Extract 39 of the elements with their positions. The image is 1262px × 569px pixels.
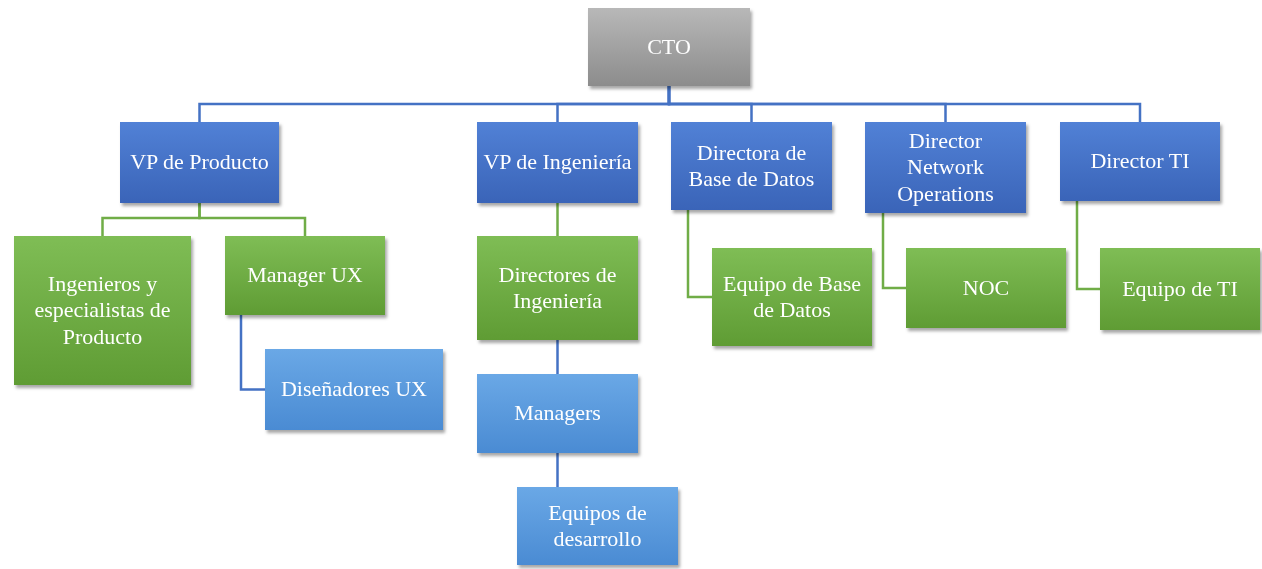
connector-line	[239, 315, 265, 391]
role-label: Managers	[514, 400, 601, 427]
connector-line	[667, 86, 1142, 122]
role-box	[477, 374, 638, 453]
role-box	[225, 236, 385, 315]
role-box	[712, 248, 872, 346]
connector-line	[556, 340, 559, 374]
role-label: Ingenieros y especialistas de Producto	[33, 270, 172, 351]
role-label: NOC	[962, 274, 1010, 302]
top-role-box	[588, 8, 750, 86]
role-box	[671, 122, 832, 210]
role-label: Directores de Ingeniería	[497, 261, 618, 315]
role-box	[120, 122, 279, 203]
connector-line	[556, 203, 559, 236]
role-label: Director Network Operations	[896, 127, 995, 208]
connector-line	[881, 213, 906, 290]
role-box	[906, 248, 1066, 328]
role-box	[865, 122, 1026, 213]
role-box	[1060, 122, 1220, 201]
connector-line	[556, 453, 559, 487]
role-label: Directora de Base de Datos	[687, 139, 816, 193]
connector-line	[1075, 201, 1100, 291]
role-label: CTO	[647, 33, 691, 61]
role-box	[477, 236, 638, 340]
role-label: VP de Ingeniería	[483, 149, 632, 176]
role-box	[1100, 248, 1260, 330]
role-label: Director TI	[1090, 148, 1190, 175]
role-label: VP de Producto	[130, 149, 269, 176]
role-box	[477, 122, 638, 203]
role-label: Equipo de TI	[1122, 275, 1238, 303]
role-box	[14, 236, 191, 385]
connector-line	[686, 210, 712, 299]
role-label: Manager UX	[247, 262, 363, 289]
role-label: Equipos de desarrollo	[547, 499, 648, 553]
role-label: Equipo de Base de Datos	[721, 270, 863, 324]
role-box	[265, 349, 443, 430]
role-label: Diseñadores UX	[281, 376, 427, 403]
connector-line	[198, 203, 307, 236]
role-box	[517, 487, 678, 565]
